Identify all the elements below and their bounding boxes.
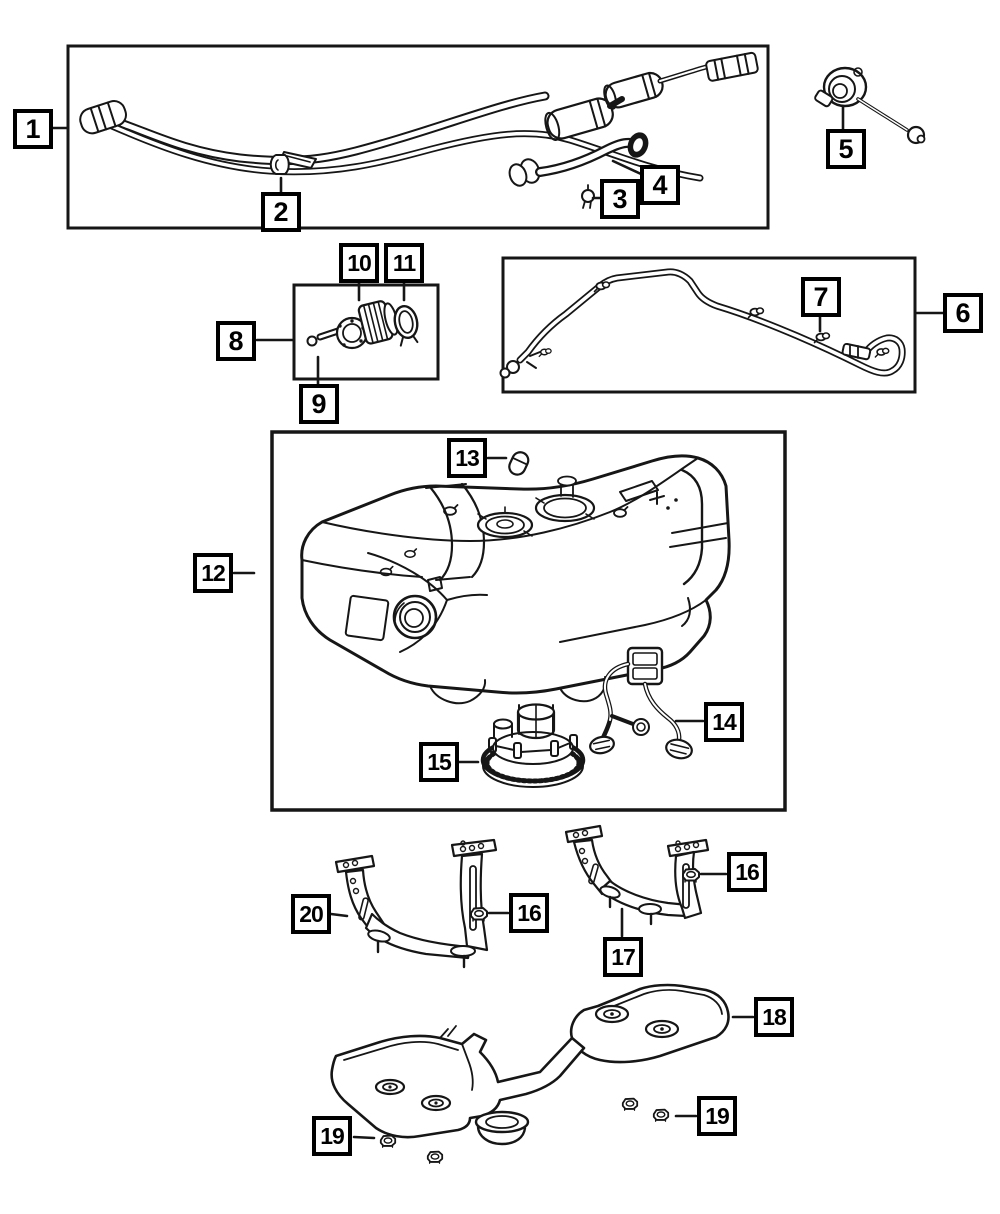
filler-tube-top-connector bbox=[705, 51, 759, 82]
skid-plate-illustration bbox=[330, 983, 730, 1146]
o-ring-illustration bbox=[306, 335, 318, 347]
fuel-sensor-illustration bbox=[814, 66, 926, 145]
line-clip-icon bbox=[874, 347, 890, 358]
strap-nut-icon bbox=[682, 868, 700, 883]
fuel-filler-tube-assembly-illustration bbox=[79, 51, 759, 182]
wiring-harness-illustration bbox=[589, 646, 693, 760]
callout-12: 12 bbox=[193, 553, 233, 593]
callout-7: 7 bbox=[801, 277, 841, 317]
line-clip-icon bbox=[813, 332, 831, 344]
group-frame-vapor-line bbox=[501, 256, 917, 394]
tank-strap-right-illustration bbox=[564, 824, 710, 926]
fuel-pump-kit-illustration bbox=[306, 300, 419, 350]
callout-20: 20 bbox=[291, 894, 331, 934]
callout-16b: 16 bbox=[727, 852, 767, 892]
callout-19b: 19 bbox=[697, 1096, 737, 1136]
callout-3: 3 bbox=[600, 179, 640, 219]
tube-clip-illustration bbox=[269, 151, 317, 175]
callout-19a: 19 bbox=[312, 1116, 352, 1156]
tank-strap-left-illustration bbox=[334, 838, 498, 969]
callout-14: 14 bbox=[704, 702, 744, 742]
group-frame-filler-tubes bbox=[66, 44, 770, 230]
callout-16a: 16 bbox=[509, 893, 549, 933]
callout-18: 18 bbox=[754, 997, 794, 1037]
filler-tube-end-connector bbox=[79, 100, 127, 135]
fuel-pump-module-illustration bbox=[480, 703, 586, 788]
vapor-tube-illustration bbox=[499, 268, 906, 379]
line-clip-icon bbox=[538, 348, 552, 358]
callout-15: 15 bbox=[419, 742, 459, 782]
pump-clamp-illustration bbox=[393, 304, 419, 347]
skid-plate-nut-icon bbox=[652, 1108, 670, 1123]
tank-seal-opening bbox=[534, 475, 596, 523]
filler-tube-canister bbox=[544, 97, 614, 142]
pump-body-illustration bbox=[335, 300, 399, 350]
leader-20 bbox=[329, 912, 349, 918]
callout-5: 5 bbox=[826, 129, 866, 169]
callout-9: 9 bbox=[299, 384, 339, 424]
callout-10: 10 bbox=[339, 243, 379, 283]
tank-filler-boss bbox=[392, 594, 438, 640]
connector-hose-illustration bbox=[508, 132, 649, 187]
vent-valve-illustration bbox=[508, 451, 530, 476]
leader-19a bbox=[352, 1135, 376, 1140]
callout-1: 1 bbox=[13, 109, 53, 149]
line-clip-icon bbox=[593, 281, 611, 293]
callout-13: 13 bbox=[447, 438, 487, 478]
group-frame-pump-kit bbox=[292, 283, 440, 381]
tank-pump-opening bbox=[476, 506, 534, 539]
callout-11: 11 bbox=[384, 243, 424, 283]
callout-4: 4 bbox=[640, 165, 680, 205]
skid-plate-nut-icon bbox=[621, 1097, 639, 1112]
callout-8: 8 bbox=[216, 321, 256, 361]
skid-plate-nut-icon bbox=[379, 1134, 397, 1149]
line-clip-icon bbox=[747, 307, 765, 319]
callout-6: 6 bbox=[943, 293, 983, 333]
callout-2: 2 bbox=[261, 192, 301, 232]
skid-plate-nut-icon bbox=[426, 1150, 444, 1165]
callout-17: 17 bbox=[603, 937, 643, 977]
callout-leader-lines bbox=[50, 105, 945, 1140]
fuel-tank-illustration bbox=[300, 454, 731, 705]
strap-nut-icon bbox=[470, 907, 488, 922]
leader-4 bbox=[611, 159, 643, 176]
hose-clamp-illustration bbox=[581, 184, 595, 209]
group-frame-fuel-tank bbox=[270, 430, 787, 812]
